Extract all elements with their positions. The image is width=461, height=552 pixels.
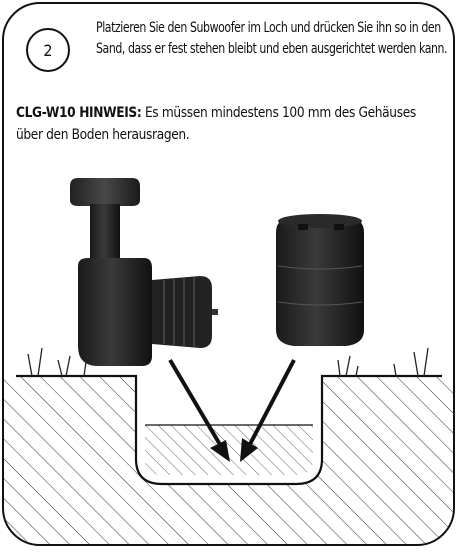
grass-tufts xyxy=(27,347,429,377)
instruction-card: 2 Platzieren Sie den Subwoofer im Loch u… xyxy=(2,2,455,546)
subwoofer-elbow-unit xyxy=(70,178,218,366)
note-label: CLG-W10 HINWEIS: xyxy=(16,105,142,121)
step-number-badge: 2 xyxy=(26,28,70,72)
step-instruction: Platzieren Sie den Subwoofer im Loch und… xyxy=(96,20,448,57)
step-instruction-text: Platzieren Sie den Subwoofer im Loch und… xyxy=(96,18,453,60)
installation-illustration xyxy=(4,178,453,544)
ground-soil xyxy=(4,374,453,544)
note-body: Es müssen mindestens 100 mm des Gehäuses… xyxy=(16,105,416,143)
note-text: CLG-W10 HINWEIS: Es müssen mindestens 10… xyxy=(16,102,446,146)
subwoofer-cylinder-unit xyxy=(276,214,364,346)
placement-arrows xyxy=(168,358,296,462)
